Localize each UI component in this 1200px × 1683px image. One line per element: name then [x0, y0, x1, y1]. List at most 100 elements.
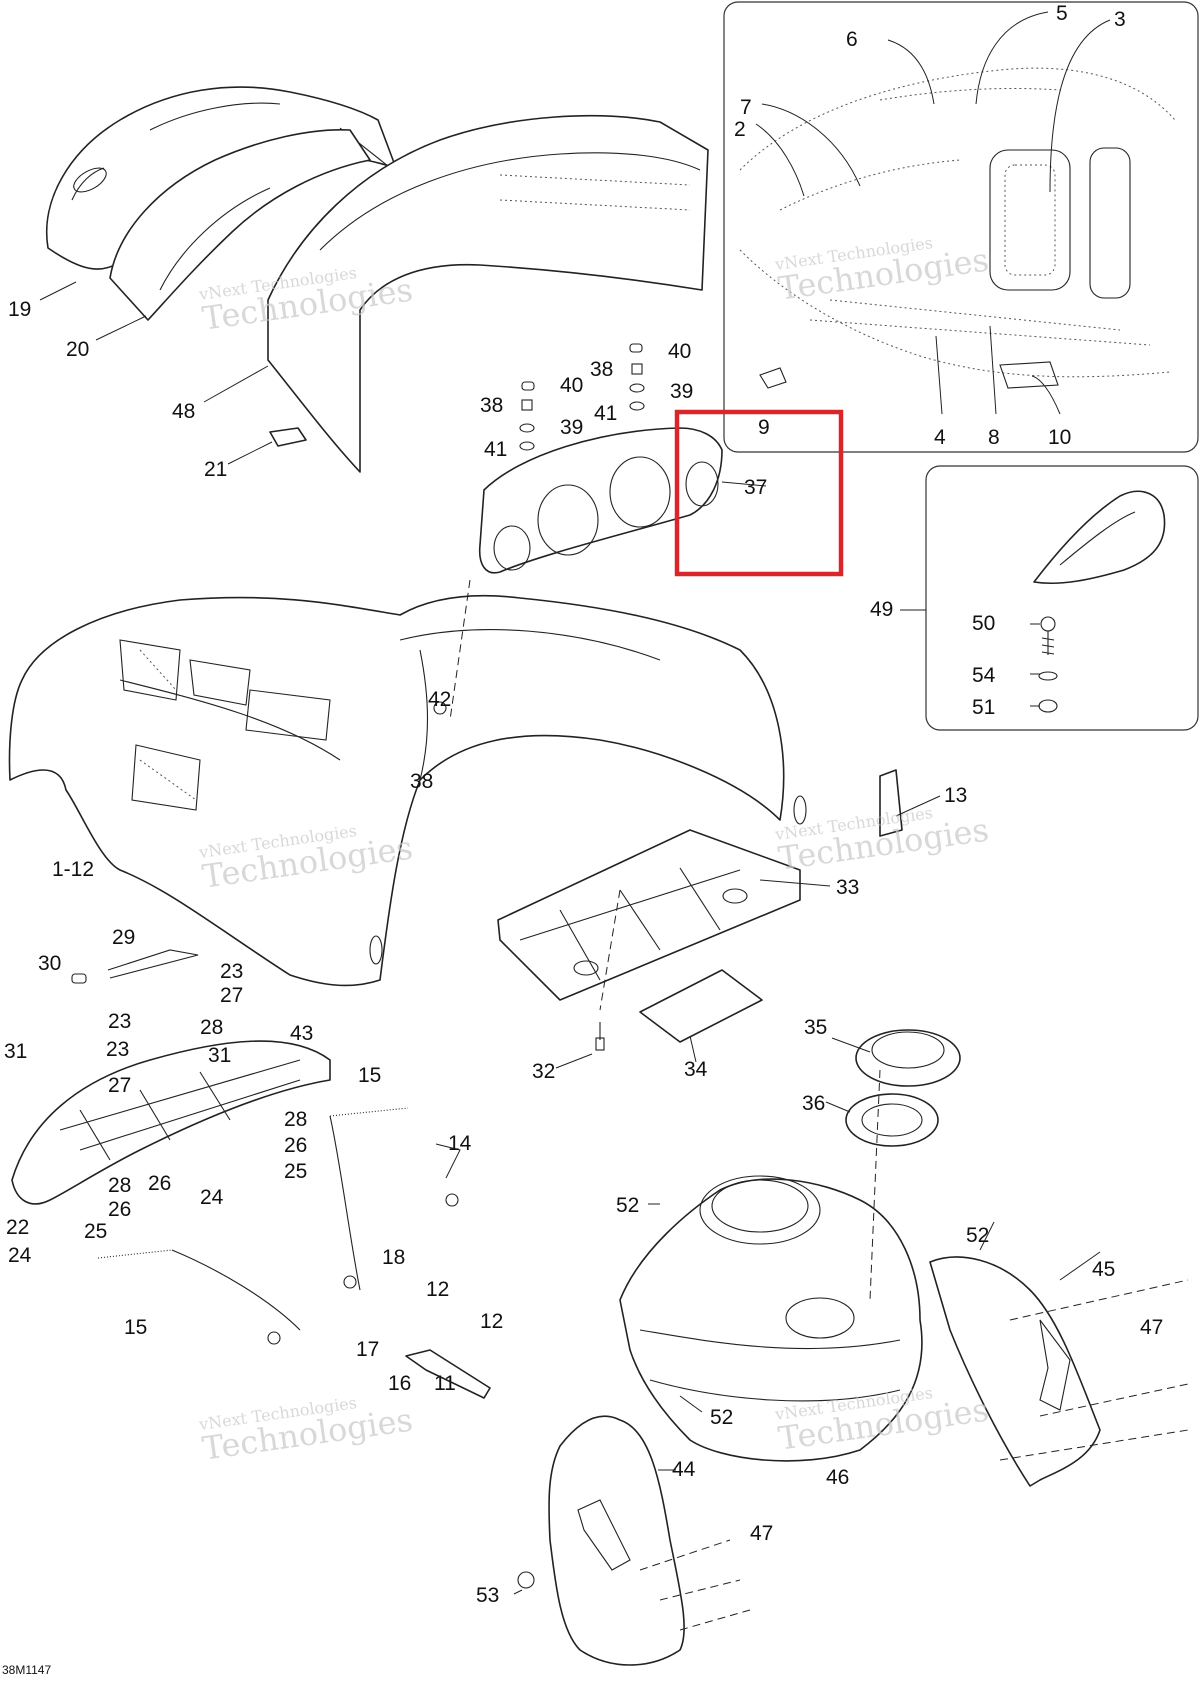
- bracket-22: [11, 1040, 331, 1205]
- callout-41: 41: [484, 438, 507, 461]
- callout-26: 26: [284, 1134, 307, 1157]
- panel-20-part: [109, 128, 371, 321]
- callout-27: 27: [108, 1074, 131, 1097]
- callout-31: 31: [4, 1040, 27, 1063]
- callout-28: 28: [284, 1108, 307, 1131]
- intake-housing-46: [619, 1175, 923, 1462]
- pin-29-30: [71, 949, 199, 984]
- callout-21: 21: [204, 458, 227, 481]
- callout-45: 45: [1092, 1258, 1115, 1281]
- spring-15-upper: [329, 1107, 459, 1291]
- callout-37: 37: [744, 476, 767, 499]
- side-panel-45: [929, 1256, 1101, 1487]
- screw-32: [595, 1022, 605, 1051]
- callout-23: 23: [106, 1038, 129, 1061]
- callout-52: 52: [616, 1194, 639, 1217]
- callout-27: 27: [220, 984, 243, 1007]
- part-13: [879, 769, 903, 837]
- callout-51: 51: [972, 696, 995, 719]
- callout-8: 8: [988, 426, 1000, 449]
- spring-15-lower: [97, 1249, 301, 1345]
- callout-54: 54: [972, 664, 996, 687]
- callout-2: 2: [734, 118, 746, 141]
- detail-box-49: [925, 465, 1199, 731]
- ring-36: [845, 1093, 939, 1147]
- callout-46: 46: [826, 1466, 849, 1489]
- callout-36: 36: [802, 1092, 825, 1115]
- callout-52: 52: [966, 1224, 989, 1247]
- callout-17: 17: [356, 1338, 379, 1361]
- callout-49: 49: [870, 598, 893, 621]
- callout-15: 15: [124, 1316, 147, 1339]
- callout-1-12: 1-12: [52, 858, 94, 881]
- callout-12: 12: [426, 1278, 449, 1301]
- callout-25: 25: [84, 1220, 107, 1243]
- callout-39: 39: [560, 416, 583, 439]
- highlight-box: [674, 409, 844, 577]
- callout-11: 11: [434, 1372, 456, 1395]
- callout-38: 38: [410, 770, 433, 793]
- callout-35: 35: [804, 1016, 827, 1039]
- callout-48: 48: [172, 400, 195, 423]
- ring-35: [855, 1029, 961, 1087]
- callout-10: 10: [1048, 426, 1071, 449]
- callout-7: 7: [740, 96, 752, 119]
- callout-14: 14: [448, 1132, 472, 1155]
- tray-33: [497, 829, 801, 1001]
- detail-box-hull: [723, 1, 1199, 453]
- callout-18: 18: [382, 1246, 405, 1269]
- callout-24: 24: [200, 1186, 224, 1209]
- part-21: [269, 427, 307, 447]
- callout-44: 44: [672, 1458, 696, 1481]
- callout-19: 19: [8, 298, 31, 321]
- side-panel-44: [517, 1415, 685, 1666]
- hardware-fasteners: [433, 343, 1189, 1631]
- callout-22: 22: [6, 1216, 29, 1239]
- callout-31: 31: [208, 1044, 231, 1067]
- callout-52: 52: [710, 1406, 733, 1429]
- callout-40: 40: [560, 374, 583, 397]
- callout-12: 12: [480, 1310, 503, 1333]
- callout-26: 26: [148, 1172, 171, 1195]
- pad-34: [639, 969, 763, 1043]
- document-id: 38M1147: [2, 1663, 51, 1677]
- callout-38: 38: [480, 394, 503, 417]
- callout-47: 47: [750, 1522, 773, 1545]
- callout-28: 28: [200, 1016, 223, 1039]
- callout-6: 6: [846, 28, 858, 51]
- instrument-bezel-37: [478, 427, 723, 574]
- callout-23: 23: [108, 1010, 131, 1033]
- callout-23: 23: [220, 960, 243, 983]
- callout-30: 30: [38, 952, 61, 975]
- callout-42: 42: [428, 688, 451, 711]
- callout-47: 47: [1140, 1316, 1163, 1339]
- callout-43: 43: [290, 1022, 313, 1045]
- callout-25: 25: [284, 1160, 307, 1183]
- callout-53: 53: [476, 1584, 499, 1607]
- hull-shell-1-12: [8, 594, 807, 987]
- callout-34: 34: [684, 1058, 708, 1081]
- callout-29: 29: [112, 926, 135, 949]
- callout-32: 32: [532, 1060, 555, 1083]
- callout-20: 20: [66, 338, 89, 361]
- callout-40: 40: [668, 340, 691, 363]
- callout-3: 3: [1114, 8, 1126, 31]
- callout-38: 38: [590, 358, 613, 381]
- callout-13: 13: [944, 784, 967, 807]
- callout-39: 39: [670, 380, 693, 403]
- callout-24: 24: [8, 1244, 32, 1267]
- callout-9: 9: [758, 416, 770, 439]
- callout-50: 50: [972, 612, 995, 635]
- panel-48-part: [267, 115, 709, 473]
- callout-41: 41: [594, 402, 617, 425]
- callout-16: 16: [388, 1372, 411, 1395]
- callout-26: 26: [108, 1198, 131, 1221]
- callout-28: 28: [108, 1174, 131, 1197]
- lever-11: [405, 1349, 491, 1399]
- callout-15: 15: [358, 1064, 381, 1087]
- callout-labels: 19 20 48 21 6 5 3 7 2 4 8 10 9 38 40 39 …: [4, 2, 1163, 1607]
- leader-lines: [39, 11, 1111, 1595]
- callout-5: 5: [1056, 2, 1068, 25]
